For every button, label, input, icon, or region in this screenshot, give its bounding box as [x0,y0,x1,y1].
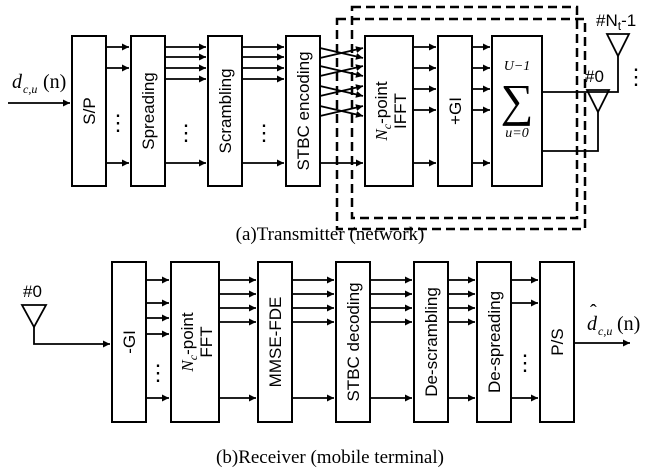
add-gi-block [437,35,473,187]
fft-block [170,261,220,423]
tx-caption: (a)Transmitter (network) [236,224,425,245]
fft-label-line1: Nc-point [178,312,200,372]
sp-label: S/P [80,97,99,124]
spreading-label: Spreading [139,72,158,150]
remove-gi-block [111,261,147,423]
spreading-block [130,35,166,187]
tx-ellipsis-1: ⋮ [107,110,129,135]
svg-text:∑: ∑ [501,75,534,126]
rx-antenna-label: #0 [23,282,42,301]
tx-ellipsis-3: ⋮ [253,120,275,145]
despreading-to-ps-arrows [511,276,538,402]
transmitter-diagram: d c,u (n) S/P Spreading Scrambling STBC … [8,5,647,245]
mmse-to-stbc-arrows [292,276,334,402]
fft-label-line2: FFT [197,326,216,357]
svg-text:u=0: u=0 [505,126,528,141]
ifft-label-line1: Nc-point [372,81,394,141]
svg-text:d: d [587,313,598,335]
stbc-encoding-label: STBC encoding [294,51,313,170]
rx-output-label: ˆ d c,u (n) [587,301,640,338]
stbc-to-ifft-arrows [319,46,364,167]
descrambling-block [413,261,449,423]
gi-to-fft-arrows [146,276,169,402]
spreading-to-scrambling-arrows [165,43,206,167]
despreading-label: De-spreading [485,291,504,393]
scrambling-label: Scrambling [216,68,235,153]
tx-ellipsis-2: ⋮ [175,120,197,145]
rx-antenna-icon [20,304,48,329]
tx-antenna-ellipsis: ⋮ [625,64,647,89]
stbc-encoding-block [285,35,321,187]
tx-input-label: d c,u (n) [12,71,66,96]
svg-text:c,u: c,u [23,82,37,96]
tx-antenna-top-label: #Nt-1 [596,11,636,33]
rx-ellipsis-2: ⋮ [514,350,536,375]
stbc-decoding-label: STBC decoding [344,282,363,401]
tx-output-line-top [542,56,619,93]
remove-gi-label: -GI [120,330,139,354]
rx-caption: (b)Receiver (mobile terminal) [216,447,444,468]
svg-text:d: d [12,71,23,93]
svg-text:ˆ: ˆ [590,301,597,323]
svg-text:U−1: U−1 [504,59,531,74]
receiver-diagram: #0 -GI Nc-point FFT MMSE-FDE STBC decodi… [20,261,640,468]
ifft-label-line2: IFFT [391,93,410,129]
scrambling-to-stbc-arrows [242,43,284,167]
add-gi-label: +GI [446,97,465,125]
fft-to-mmse-arrows [219,276,256,402]
svg-text:(n): (n) [617,313,640,335]
rx-ellipsis-1: ⋮ [147,360,169,385]
ps-label: P/S [548,328,567,355]
tx-antenna-bottom-icon [585,89,611,115]
tx-output-line-bottom [542,112,599,152]
svg-text:c,u: c,u [598,324,612,338]
sum-symbol: U−1 ∑ u=0 [501,59,534,141]
sp-to-spreading-arrows [106,43,129,167]
stbc-decoding-block [335,261,371,423]
stbc-to-descrambling-arrows [370,276,412,402]
dashed-frame-inner [350,5,579,220]
mmse-fde-block [257,261,293,423]
descrambling-to-despreading-arrows [448,276,475,402]
tx-antenna-bottom-label: #0 [585,67,604,86]
descrambling-label: De-scrambling [422,287,441,397]
gi-to-sum-arrows [472,43,490,167]
scrambling-block [207,35,243,187]
ifft-block [364,35,414,187]
ps-block [539,261,575,423]
sum-block [491,35,543,187]
dashed-frame-outer [335,17,587,231]
rx-input-line [33,327,110,348]
svg-text:(n): (n) [43,71,66,93]
sp-block [71,35,107,187]
mmse-fde-label: MMSE-FDE [266,297,285,388]
tx-antenna-top-icon [605,33,631,59]
despreading-block [476,261,512,423]
ifft-to-gi-arrows [413,43,436,167]
